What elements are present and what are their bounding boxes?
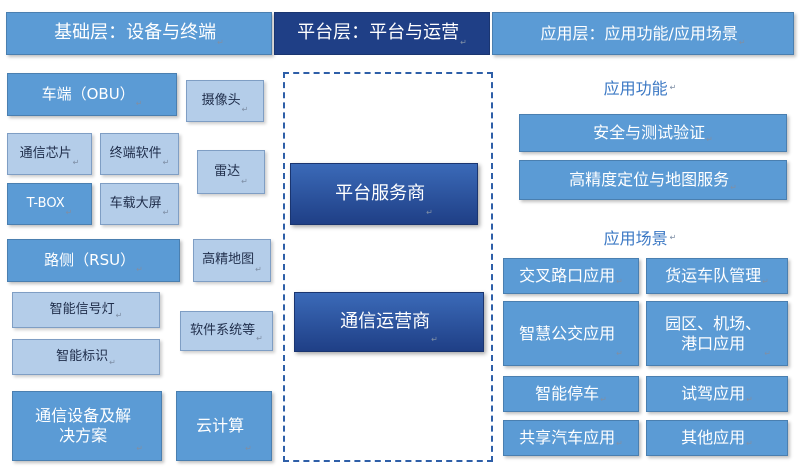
header-infrastructure-layer: 基础层：设备与终端 <box>6 12 272 55</box>
obu-box: 车端（OBU） <box>7 73 177 116</box>
tbox-box: T-BOX <box>7 183 92 225</box>
cloud-computing-box: 云计算 <box>176 391 272 461</box>
software-system-box: 软件系统等 <box>180 311 273 351</box>
other-applications-box: 其他应用 <box>646 420 788 456</box>
smart-sign-box: 智能标识 <box>12 339 160 375</box>
comm-chip-box: 通信芯片 <box>7 133 92 175</box>
carshare-box: 共享汽车应用 <box>503 420 639 456</box>
telecom-operator-box: 通信运营商 <box>294 292 484 352</box>
camera-box: 摄像头 <box>186 80 264 122</box>
freight-fleet-box: 货运车队管理 <box>646 258 788 294</box>
park-airport-port-box: 园区、机场、港口应用 <box>646 301 788 366</box>
test-drive-box: 试驾应用 <box>646 376 788 412</box>
security-testing-box: 安全与测试验证 <box>519 114 787 152</box>
comm-solution-box: 通信设备及解决方案 <box>12 391 162 461</box>
radar-box: 雷达 <box>197 150 265 194</box>
platform-dashed-frame <box>283 72 493 462</box>
rsu-box: 路侧（RSU） <box>7 239 180 282</box>
header-platform-layer: 平台层：平台与运营 <box>274 12 490 55</box>
scenarios-title: 应用场景 <box>560 224 720 250</box>
hd-map-box: 高精地图 <box>193 239 271 282</box>
terminal-software-box: 终端软件 <box>100 133 179 175</box>
smart-bus-box: 智慧公交应用 <box>503 301 639 366</box>
hd-positioning-map-box: 高精度定位与地图服务 <box>519 160 787 200</box>
smart-signal-box: 智能信号灯 <box>12 292 160 328</box>
platform-service-provider-box: 平台服务商 <box>290 163 478 225</box>
functions-title: 应用功能 <box>560 74 720 100</box>
vehicle-screen-box: 车载大屏 <box>100 183 179 225</box>
smart-parking-box: 智能停车 <box>503 376 639 412</box>
intersection-box: 交叉路口应用 <box>503 258 639 294</box>
header-application-layer: 应用层：应用功能/应用场景 <box>492 12 794 55</box>
